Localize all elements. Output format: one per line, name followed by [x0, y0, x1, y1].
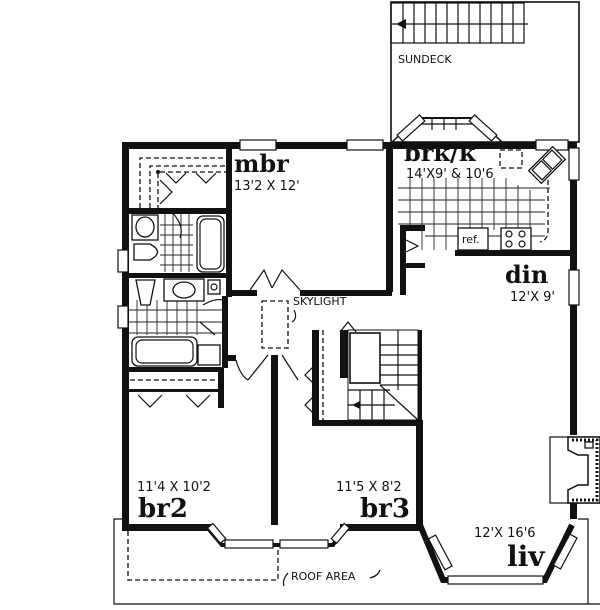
kitchen: ref. — [398, 145, 567, 251]
bathroom-hall — [129, 278, 223, 367]
toilet-icon — [135, 279, 156, 306]
stove-icon — [500, 227, 532, 251]
skylight — [261, 300, 289, 349]
roof-area-label: ROOF AREA — [291, 570, 356, 583]
window — [117, 249, 129, 273]
room-dims-br3: 11'5 X 8'2 — [336, 480, 402, 495]
refrigerator-icon — [457, 227, 489, 251]
room-label-din: din — [505, 260, 548, 289]
window — [346, 139, 384, 151]
fireplace — [549, 436, 600, 504]
living-bay-window — [417, 523, 578, 585]
room-dims-brk: 14'X9' & 10'6 — [406, 167, 494, 182]
mbr-closet — [139, 157, 226, 210]
interior-walls — [122, 142, 571, 525]
stairs-down-arrow-icon — [396, 19, 406, 29]
bedroom-bay-window — [204, 522, 351, 549]
room-label-brk: brk/k — [404, 138, 477, 167]
room-label-liv: liv — [507, 540, 545, 573]
room-dims-br2: 11'4 X 10'2 — [137, 480, 211, 495]
room-dims-liv: 12'X 16'6 — [474, 526, 536, 541]
room-label-br2: br2 — [138, 494, 188, 524]
roof-area: ROOF AREA — [113, 518, 600, 605]
room-label-mbr: mbr — [234, 149, 289, 178]
kitchen-counter — [499, 149, 523, 169]
interior-stairs — [322, 329, 419, 421]
skylight-label: SKYLIGHT — [293, 295, 347, 308]
sundeck-label: SUNDECK — [398, 53, 452, 66]
window — [117, 305, 129, 329]
bathtub-icon — [131, 336, 198, 367]
bathtub-icon — [196, 215, 225, 273]
doors — [235, 239, 420, 416]
kitchen-bay-window — [390, 114, 504, 143]
sundeck-stairs — [390, 2, 528, 44]
kitchen-sink-icon — [527, 145, 567, 185]
stairs-arrow-icon — [352, 401, 360, 409]
window — [568, 269, 580, 306]
bathroom-master — [131, 209, 225, 273]
ref-label: ref. — [462, 233, 480, 246]
window — [239, 139, 277, 151]
room-dims-mbr: 13'2 X 12' — [234, 179, 300, 194]
room-dims-din: 12'X 9' — [510, 290, 555, 305]
room-label-br3: br3 — [360, 494, 410, 524]
toilet-icon — [133, 243, 159, 261]
window — [568, 147, 580, 181]
